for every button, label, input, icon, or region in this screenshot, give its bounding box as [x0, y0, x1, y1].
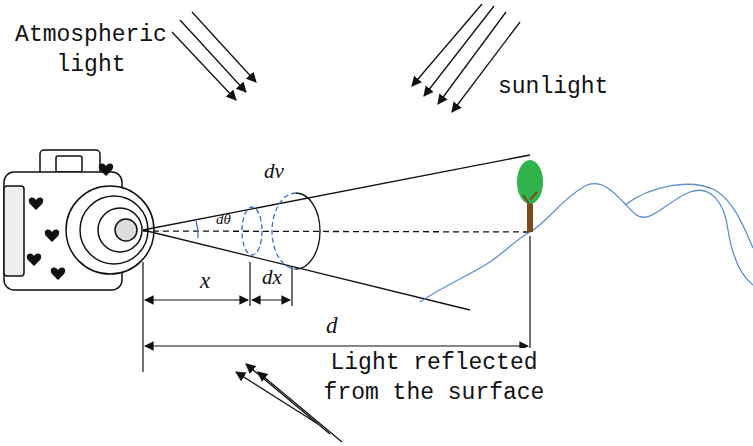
distance-symbol: x [200, 268, 210, 293]
volume-symbol: dv [264, 160, 284, 183]
angle-symbol: dθ [216, 211, 231, 228]
distance-symbol: d [326, 313, 338, 338]
camera [4, 150, 154, 290]
distance-symbol: dx [262, 266, 282, 289]
tree [517, 160, 543, 232]
terrain [420, 184, 753, 302]
light-source-label: sunlight [498, 72, 608, 102]
light-source-label: Atmospheric light [6, 20, 176, 80]
view-cone [143, 155, 530, 310]
light-source-label: Light reflected from the surface [316, 348, 552, 408]
